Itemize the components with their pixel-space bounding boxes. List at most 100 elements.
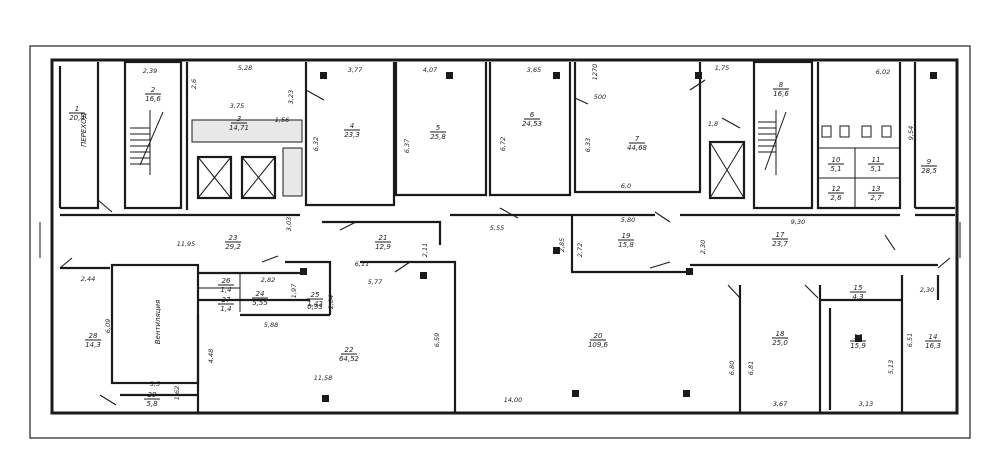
room-area-22: 64,52 (339, 355, 360, 363)
dimension-label: 3,77 (348, 66, 363, 74)
dimension-label: 2,30 (920, 286, 934, 294)
dimension-label: 6,0 (621, 182, 631, 190)
dimension-label: 5,88 (264, 321, 278, 329)
room-area-6: 24,53 (522, 120, 542, 128)
dimension-label: 2,04 (327, 295, 335, 309)
dimension-label: 5,55 (490, 224, 504, 232)
room-number-27: 27 (222, 296, 231, 304)
room-number-18: 18 (776, 330, 785, 338)
room-number-21: 21 (379, 234, 388, 242)
dimension-label: 3,23 (287, 90, 295, 104)
dimension-label: 6,80 (728, 361, 736, 375)
room-area-24: 5,55 (252, 299, 268, 307)
dimension-label: 14,00 (504, 396, 523, 404)
room-area-12: 2,6 (830, 194, 842, 202)
dimension-label: 1,56 (275, 116, 289, 124)
room-area-26: 1,4 (220, 286, 231, 294)
dimension-label: 2,85 (558, 238, 566, 252)
dimension-label: 4,07 (423, 66, 438, 74)
dimension-label: 5,13 (887, 360, 895, 374)
room-area-25b: 0,93 (307, 303, 323, 311)
outer-wall (50, 58, 959, 415)
room-number-16: 16 (854, 333, 863, 341)
dimension-label: 3,67 (773, 400, 788, 408)
dimension-label: 2,72 (576, 243, 584, 257)
dimension-label: 2,30 (699, 240, 707, 254)
elevator-2 (240, 155, 277, 200)
dimension-label: 6,72 (499, 137, 507, 151)
elevator-3 (708, 140, 746, 200)
room-number-17: 17 (776, 231, 785, 239)
dimension-label: 2,39 (143, 67, 157, 75)
perekhod-label: ПЕРЕХОД (80, 112, 88, 147)
room-area-29: 5,8 (146, 400, 158, 408)
room-number-23: 23 (229, 234, 238, 242)
room-number-1: 1 (75, 105, 79, 113)
dimension-label: 1,62 (173, 386, 181, 400)
dimension-label: 6,51 (906, 333, 914, 347)
dimension-label: 2,44 (81, 275, 95, 283)
dimension-label: 500 (594, 93, 606, 101)
room-number-10: 10 (832, 156, 841, 164)
room-area-16: 15,9 (850, 342, 866, 350)
dimension-label: 6,59 (433, 333, 441, 347)
room-area-20: 109,6 (588, 341, 609, 349)
room-number-7: 7 (635, 135, 640, 143)
room-area-19: 15,8 (618, 241, 634, 249)
dimension-label: 2,6 (190, 79, 198, 89)
room-1-wall (60, 62, 100, 210)
room-area-8: 16,6 (773, 90, 789, 98)
room-area-15: 4,3 (852, 293, 863, 301)
drawing-frame (29, 45, 971, 439)
dimension-label: 6,32 (312, 137, 320, 151)
room-number-3: 3 (237, 115, 241, 123)
toilet-fixtures (821, 125, 892, 138)
stair-8-wall (752, 60, 814, 210)
door-swings (59, 79, 951, 406)
room-number-11: 11 (872, 156, 881, 164)
room-number-5: 5 (436, 124, 441, 132)
room-number-25: 25 (311, 291, 320, 299)
room-number-13: 13 (872, 185, 881, 193)
room-area-4: 23,3 (344, 131, 360, 139)
room-area-18: 25,0 (772, 339, 788, 347)
stair-treads-right (758, 110, 787, 175)
dimension-label: 1,75 (715, 64, 729, 72)
dimension-label: 2,82 (261, 276, 275, 284)
ventilation-label: Вентиляция (154, 300, 162, 345)
dimension-label: 9,30 (791, 218, 805, 226)
room-area-25: 1,42 (307, 300, 323, 308)
room-number-26: 26 (222, 277, 231, 285)
room-area-3: 14,71 (229, 124, 249, 132)
room-area-1: 20,4 (69, 114, 85, 122)
room-area-2: 16,6 (145, 95, 161, 103)
room-number-4: 4 (350, 122, 354, 130)
dimension-label: 9,54 (907, 126, 915, 140)
dimension-label: 6,81 (747, 361, 755, 375)
room-number-22: 22 (345, 346, 354, 354)
dimension-label: 5,28 (238, 64, 252, 72)
dimension-label: 3,13 (859, 400, 873, 408)
room-number-29: 29 (148, 391, 157, 399)
dimension-label: 4,48 (207, 349, 215, 363)
room-area-17: 23,7 (772, 240, 788, 248)
dimension-label: 5,80 (621, 216, 635, 224)
room-area-9: 28,5 (921, 167, 937, 175)
dimension-label: 6,09 (104, 319, 112, 333)
room-number-9: 9 (927, 158, 932, 166)
room-number-20: 20 (594, 332, 603, 340)
dimension-label: 3,03 (285, 217, 293, 231)
dimension-label: 1,8 (708, 120, 718, 128)
room-area-28: 14,3 (85, 341, 101, 349)
dimension-label: 3,75 (230, 102, 244, 110)
room-area-11: 5,1 (870, 165, 881, 173)
room-number-15: 15 (854, 284, 863, 292)
dimension-label: 6,02 (876, 68, 890, 76)
dimension-label: 6,37 (403, 138, 411, 153)
room-area-14: 16,3 (925, 342, 941, 350)
stair-treads-left (130, 110, 164, 175)
room-number-24: 24 (256, 290, 265, 298)
